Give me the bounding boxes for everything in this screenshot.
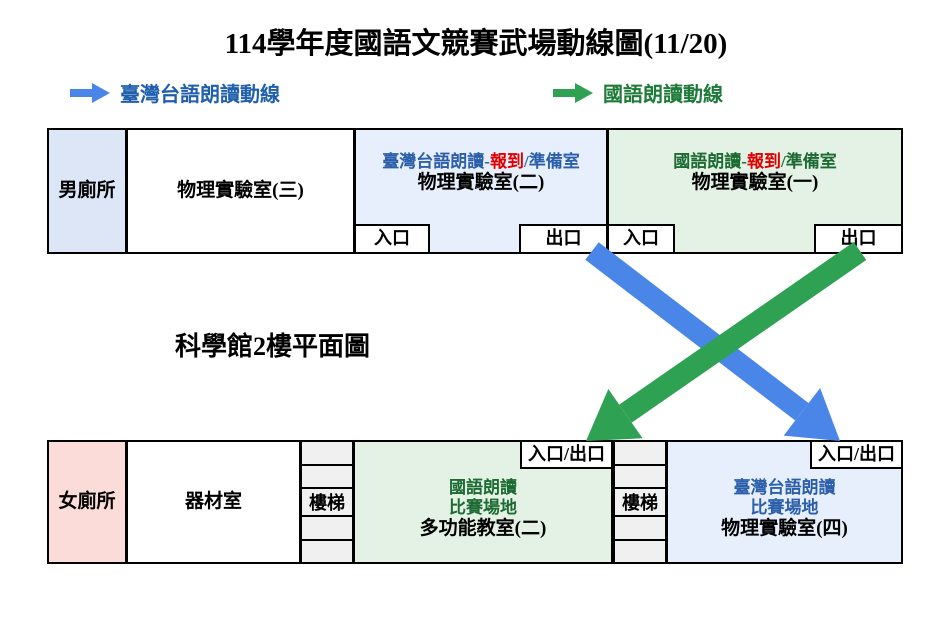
stair-step — [615, 517, 665, 541]
stairs-label-cell: 樓梯 — [302, 489, 352, 517]
stair-step — [302, 517, 352, 541]
stairs-label-cell: 樓梯 — [615, 489, 665, 517]
room-header-prefix: 臺灣台語朗讀- — [382, 152, 490, 171]
legend-label-taiwanese: 臺灣台語朗讀動線 — [120, 84, 280, 106]
door-label: 入口/出口 — [817, 443, 895, 464]
door-label: 入口 — [623, 228, 659, 249]
room-physics-lab-3: 物理實驗室(三) — [126, 128, 355, 254]
room-mens-restroom-upper: 男廁所 — [47, 128, 127, 254]
room-header-line2: 比賽場地 — [750, 497, 819, 517]
stair-step — [615, 466, 665, 489]
room-label: 物理實驗室(一) — [691, 172, 819, 194]
door-exit-physics-lab-1: 出口 — [814, 224, 903, 254]
legend-item-mandarin: 國語朗讀動線 — [553, 78, 723, 107]
right-arrow-icon — [70, 82, 110, 103]
stairs-left: 樓梯 — [300, 440, 354, 564]
legend-item-taiwanese: 臺灣台語朗讀動線 — [70, 78, 280, 107]
stair-step — [302, 541, 352, 563]
door-entrance-exit-multifunction-classroom-2: 入口/出口 — [520, 440, 613, 469]
room-label: 物理實驗室(二) — [417, 172, 545, 194]
door-label: 入口 — [374, 228, 410, 249]
stair-step — [615, 442, 665, 466]
room-header-prefix: 國語朗讀- — [673, 152, 747, 171]
room-header-suffix: /準備室 — [780, 152, 837, 171]
room-header-suffix: /準備室 — [523, 152, 580, 171]
room-header-line2: 比賽場地 — [449, 497, 517, 517]
door-entrance-physics-lab-2: 入口 — [354, 224, 430, 254]
room-header-line1: 國語朗讀 — [449, 477, 517, 497]
section-subtitle: 科學館2樓平面圖 — [175, 332, 371, 361]
stair-step — [302, 466, 352, 489]
room-label: 器材室 — [184, 490, 242, 512]
legend-label-mandarin: 國語朗讀動線 — [603, 84, 723, 106]
room-label: 男廁所 — [58, 179, 116, 201]
route-arrow-taiwanese — [585, 242, 840, 441]
stairs-label: 樓梯 — [309, 493, 345, 513]
right-arrow-icon — [553, 82, 593, 103]
room-header-checkin: 報到 — [746, 152, 781, 171]
door-entrance-exit-physics-lab-4: 入口/出口 — [810, 440, 903, 469]
room-label: 物理實驗室(三) — [177, 179, 304, 201]
room-header: 國語朗讀-報到/準備室 — [673, 152, 836, 172]
page-title: 114學年度國語文競賽武場動線圖(11/20) — [224, 28, 728, 60]
room-label: 女廁所 — [58, 490, 116, 512]
door-label: 出口 — [545, 228, 582, 249]
stairs-right: 樓梯 — [613, 440, 667, 564]
route-arrow-mandarin — [586, 241, 867, 441]
stair-step — [302, 442, 352, 466]
room-header-checkin: 報到 — [489, 152, 524, 171]
stairs-label: 樓梯 — [622, 493, 658, 513]
room-label: 多功能教室(二) — [419, 517, 547, 539]
stair-step — [615, 541, 665, 563]
room-header: 臺灣台語朗讀-報到/準備室 — [382, 152, 579, 172]
door-exit-physics-lab-2: 出口 — [519, 224, 608, 254]
door-label: 出口 — [840, 228, 877, 249]
door-entrance-physics-lab-1: 入口 — [607, 224, 675, 254]
door-label: 入口/出口 — [527, 443, 605, 464]
room-header-line1: 臺灣台語朗讀 — [733, 477, 836, 497]
room-equipment: 器材室 — [126, 440, 301, 564]
room-label: 物理實驗室(四) — [721, 517, 848, 539]
room-womens-restroom-lower: 女廁所 — [47, 440, 127, 564]
